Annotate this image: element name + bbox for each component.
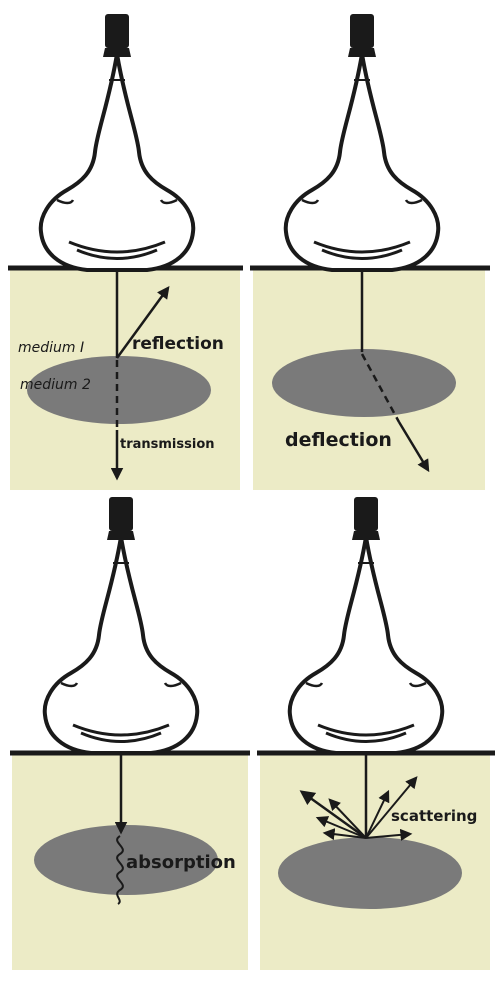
ultrasound-probe xyxy=(287,495,445,755)
medium-2-ellipse xyxy=(278,837,462,909)
panel-reflection: medium I medium 2 reflection transmissio… xyxy=(8,12,243,490)
panel-deflection: deflection xyxy=(250,12,490,490)
medium-2-ellipse xyxy=(272,349,456,417)
medium-2-label: medium 2 xyxy=(20,377,91,393)
reflected-arrow xyxy=(115,285,170,359)
ultrasound-probe xyxy=(283,12,441,272)
ultrasound-probe xyxy=(38,12,196,272)
reflection-label: reflection xyxy=(132,334,224,354)
deflection-label: deflection xyxy=(285,429,392,451)
absorption-wave xyxy=(116,835,124,905)
medium-1-label: medium I xyxy=(18,340,84,356)
deflected-arrow xyxy=(397,421,430,473)
scatter-arrow xyxy=(365,776,418,839)
scatter-arrows xyxy=(299,776,418,841)
scatter-arrow xyxy=(328,798,367,839)
scatter-arrow xyxy=(322,828,367,841)
medium-2-ellipse xyxy=(27,356,211,424)
scattering-label: scattering xyxy=(391,807,477,825)
medium-2-ellipse xyxy=(34,825,218,895)
scatter-arrow xyxy=(365,789,390,839)
deflected-dashed-beam xyxy=(360,353,401,423)
panel-absorption: absorption xyxy=(10,495,250,970)
transmission-label: transmission xyxy=(120,437,215,452)
absorption-label: absorption xyxy=(126,852,236,873)
scatter-arrow xyxy=(299,790,367,840)
ultrasound-probe xyxy=(42,495,200,755)
scatter-arrow xyxy=(365,828,413,841)
panel-scattering: scattering xyxy=(257,495,495,970)
scatter-arrow xyxy=(315,816,367,839)
